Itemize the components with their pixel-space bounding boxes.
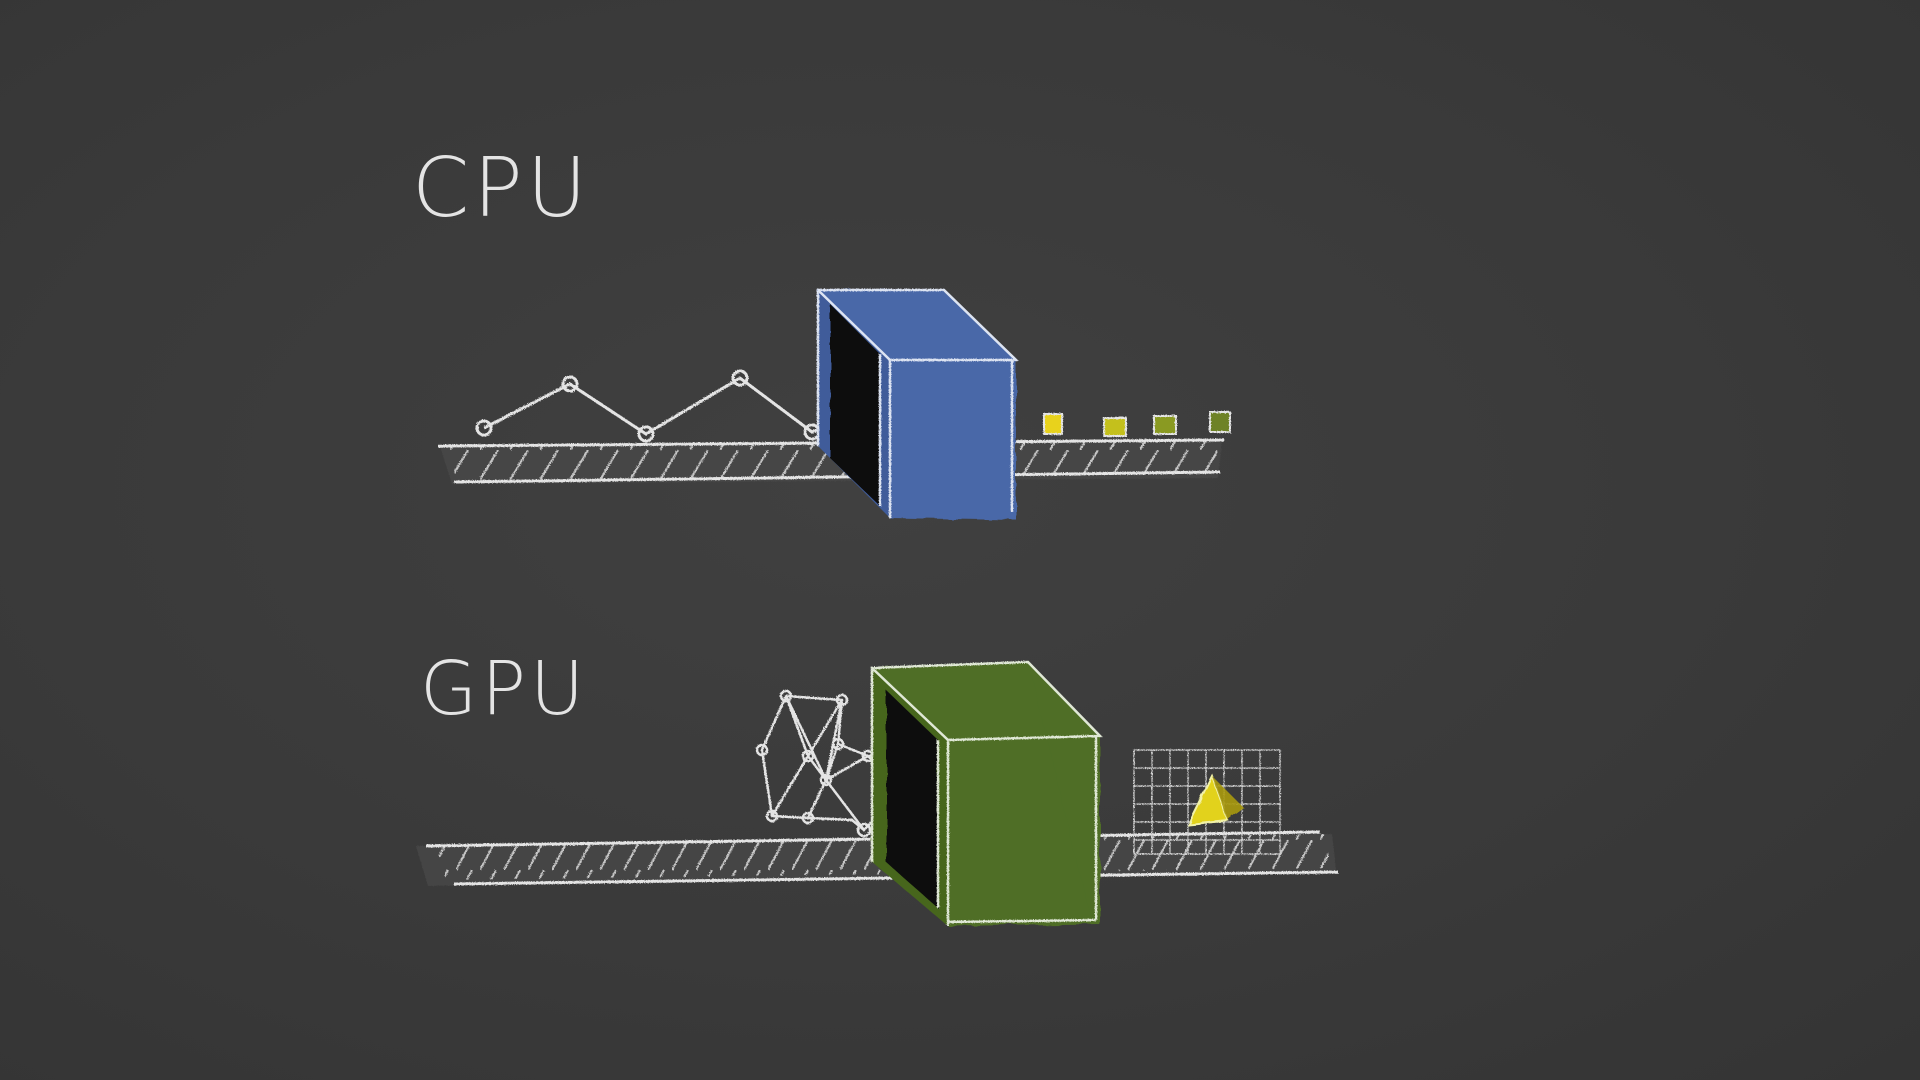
cpu-box-outline — [816, 288, 1020, 518]
gpu-output-grid — [1133, 749, 1281, 855]
cpu-output-square-1 — [1043, 413, 1063, 435]
cpu-label: CPU — [412, 141, 591, 236]
cpu-section: CPU — [412, 141, 1231, 520]
cpu-output-squares — [1043, 411, 1231, 437]
gpu-processor-box — [872, 662, 1100, 926]
cpu-processor-box — [818, 290, 1016, 520]
gpu-section: GPU — [416, 646, 1339, 926]
cpu-output-square-2 — [1103, 417, 1127, 437]
gpu-label: GPU — [420, 646, 588, 732]
gpu-output-pyramid — [1186, 773, 1244, 826]
cpu-output-square-4 — [1209, 411, 1231, 433]
gpu-box-outline — [870, 660, 1103, 926]
cpu-output-square-3 — [1153, 415, 1177, 435]
